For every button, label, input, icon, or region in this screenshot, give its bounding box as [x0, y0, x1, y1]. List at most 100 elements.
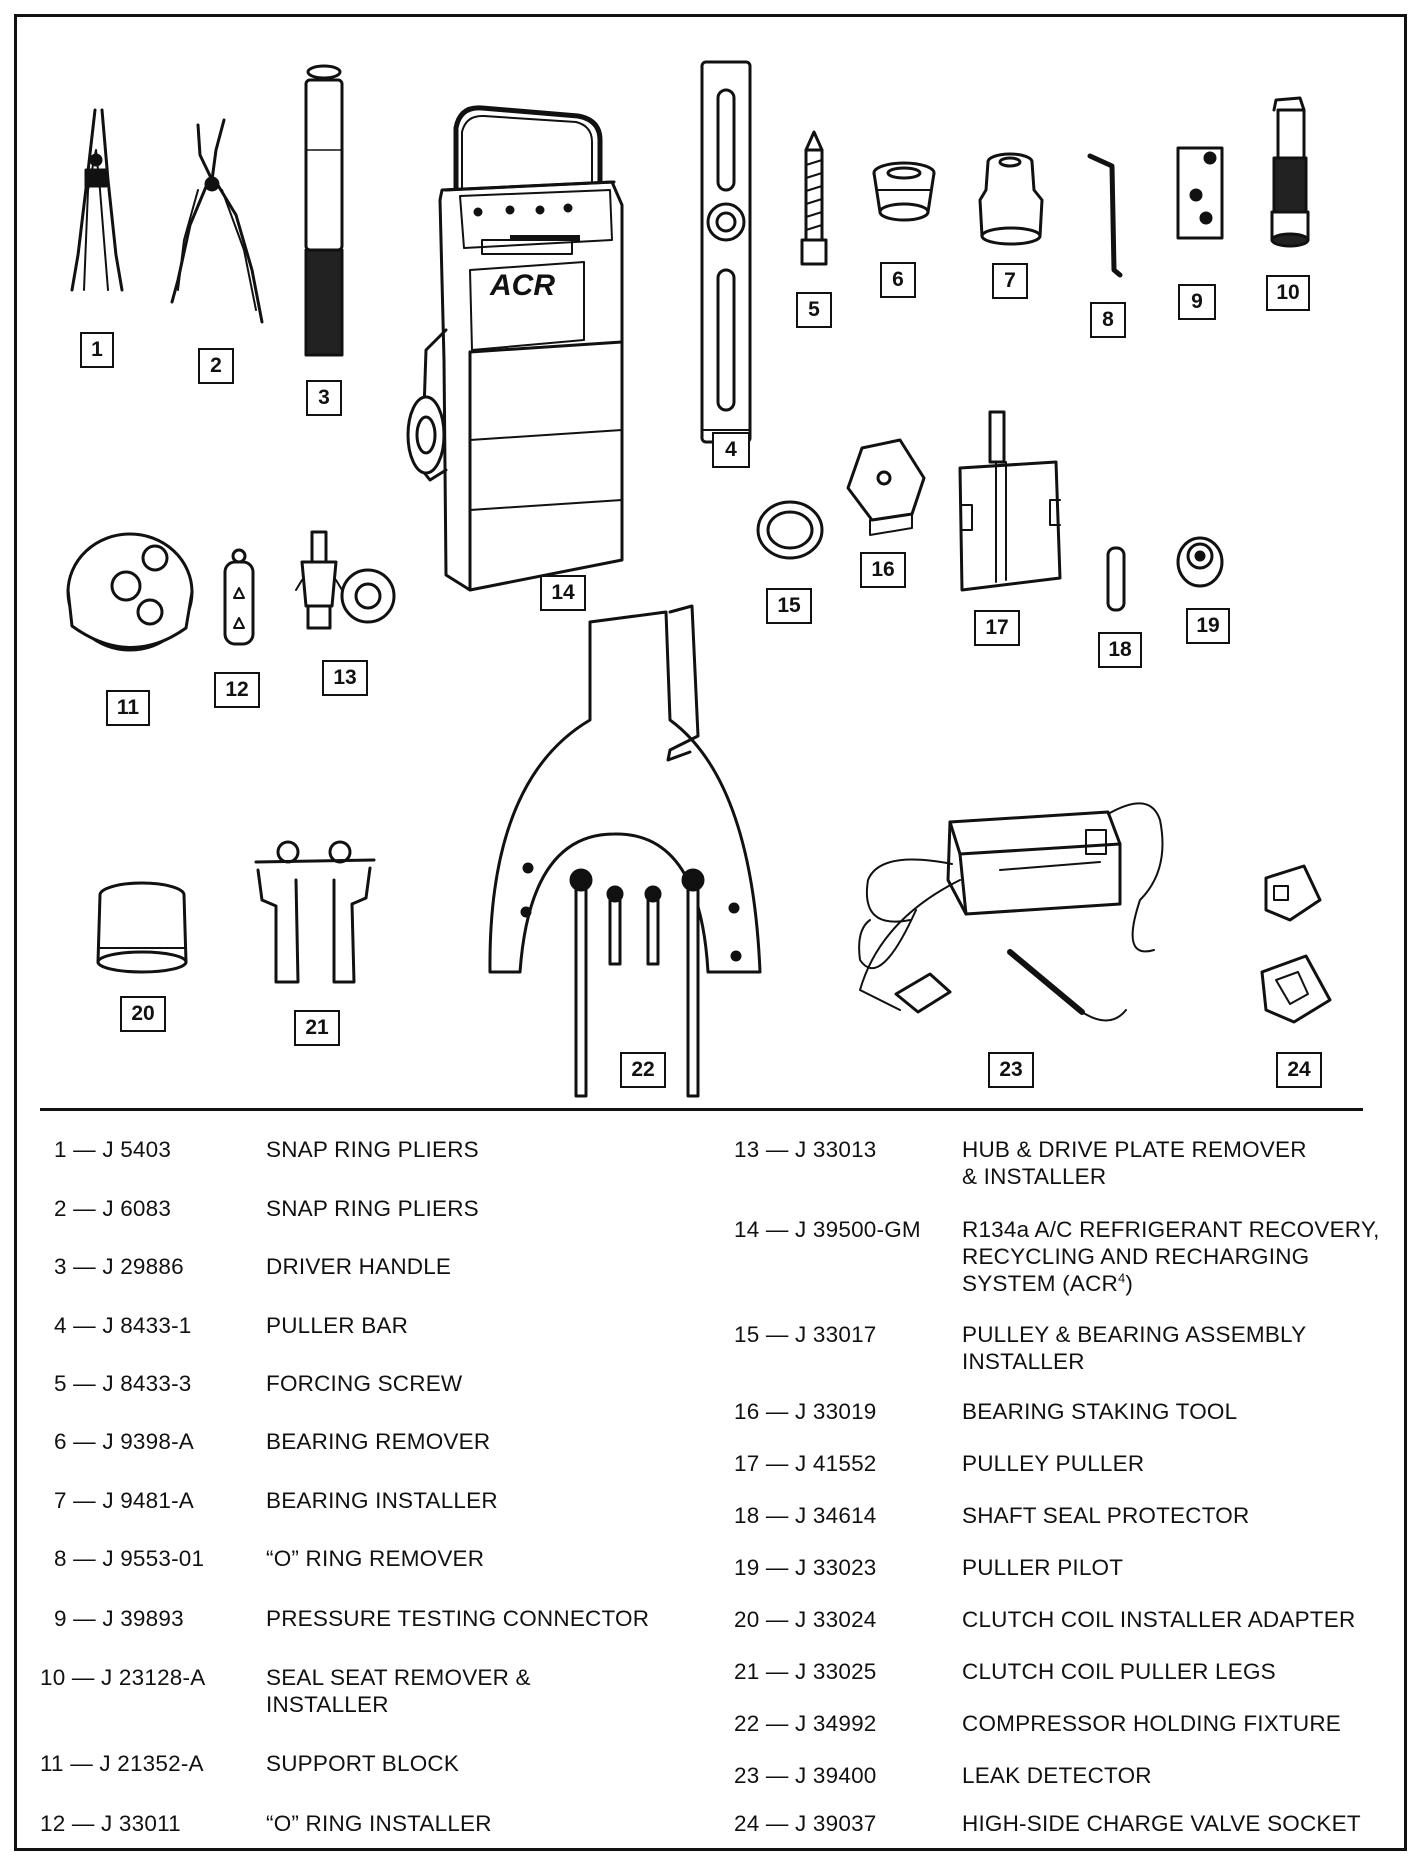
tool-16-bearing-staking-tool: [846, 438, 926, 536]
tool-number: 24 — J 39037: [734, 1811, 877, 1836]
tool-description: PULLEY & BEARING ASSEMBLY: [962, 1322, 1307, 1347]
tool-description: SUPPORT BLOCK: [266, 1751, 460, 1776]
legend-divider: [40, 1108, 1363, 1111]
page-frame: [14, 14, 1407, 1851]
tool-14-acr-machine: ACR: [406, 105, 624, 592]
tool-8-o-ring-remover: [1087, 153, 1123, 278]
callout-18: 18: [1098, 632, 1142, 668]
callout-24: 24: [1276, 1052, 1322, 1088]
tool-2-snap-ring-pliers: [170, 118, 264, 324]
tool-number: 6 — J 9398-A: [54, 1429, 194, 1454]
callout-9: 9: [1178, 284, 1216, 320]
callout-17: 17: [974, 610, 1020, 646]
tool-number: 23 — J 39400: [734, 1763, 877, 1788]
tool-number: 9 — J 39893: [54, 1606, 184, 1631]
tool-description: PULLER BAR: [266, 1313, 409, 1338]
callout-6: 6: [880, 262, 916, 298]
tool-number: 20 — J 33024: [734, 1607, 877, 1632]
tool-17-pulley-puller: [958, 410, 1062, 592]
tool-description-line2: & INSTALLER: [962, 1164, 1107, 1189]
callout-22: 22: [620, 1052, 666, 1088]
tool-description: “O” RING REMOVER: [266, 1546, 485, 1571]
tool-10-seal-seat-remover: [1270, 96, 1310, 248]
tool-number: 13 — J 33013: [734, 1137, 877, 1162]
tool-number: 1 — J 5403: [54, 1137, 172, 1162]
tool-number: 14 — J 39500-GM: [734, 1217, 921, 1242]
callout-8: 8: [1090, 302, 1126, 338]
tool-number: 15 — J 33017: [734, 1322, 877, 1347]
callout-11: 11: [106, 690, 150, 726]
tool-description: “O” RING INSTALLER: [266, 1811, 492, 1836]
callout-2: 2: [198, 348, 234, 384]
callout-7: 7: [992, 263, 1028, 299]
tool-description: LEAK DETECTOR: [962, 1763, 1152, 1788]
tool-number: 8 — J 9553-01: [54, 1546, 205, 1571]
tool-5-forcing-screw: [800, 130, 828, 266]
callout-21: 21: [294, 1010, 340, 1046]
tool-number: 17 — J 41552: [734, 1451, 877, 1476]
tool-18-shaft-seal-protector: [1106, 546, 1126, 612]
tool-description: FORCING SCREW: [266, 1371, 463, 1396]
tool-number: 3 — J 29886: [54, 1254, 184, 1279]
tool-description: CLUTCH COIL PULLER LEGS: [962, 1659, 1276, 1684]
tool-description: SHAFT SEAL PROTECTOR: [962, 1503, 1250, 1528]
tool-3-driver-handle: [304, 64, 344, 357]
tool-description: PULLEY PULLER: [962, 1451, 1145, 1476]
tool-19-puller-pilot: [1176, 536, 1224, 588]
tool-number: 18 — J 34614: [734, 1503, 877, 1528]
tool-description-line2: INSTALLER: [266, 1692, 389, 1717]
tool-number: 11 — J 21352-A: [40, 1751, 204, 1776]
tool-description: BEARING REMOVER: [266, 1429, 491, 1454]
tool-description: SNAP RING PLIERS: [266, 1196, 479, 1221]
callout-16: 16: [860, 552, 906, 588]
tool-description: PULLER PILOT: [962, 1555, 1124, 1580]
tool-description: PRESSURE TESTING CONNECTOR: [266, 1606, 650, 1631]
tool-description-line2: RECYCLING AND RECHARGING: [962, 1244, 1310, 1269]
callout-4: 4: [712, 432, 750, 468]
tool-number: 21 — J 33025: [734, 1659, 877, 1684]
tool-number: 16 — J 33019: [734, 1399, 877, 1424]
tool-description: HUB & DRIVE PLATE REMOVER: [962, 1137, 1307, 1162]
tool-number: 7 — J 9481-A: [54, 1488, 194, 1513]
tool-number: 5 — J 8433-3: [54, 1371, 192, 1396]
tool-description: COMPRESSOR HOLDING FIXTURE: [962, 1711, 1341, 1736]
tool-1-snap-ring-pliers: [70, 108, 124, 292]
callout-19: 19: [1186, 608, 1230, 644]
tool-number: 10 — J 23128-A: [40, 1665, 206, 1690]
callout-13: 13: [322, 660, 368, 696]
tool-13-hub-remover: [295, 530, 396, 630]
tool-12-o-ring-installer: [223, 548, 255, 646]
callout-3: 3: [306, 380, 342, 416]
tool-number: 22 — J 34992: [734, 1711, 877, 1736]
callout-14: 14: [540, 575, 586, 611]
callout-20: 20: [120, 996, 166, 1032]
callout-10: 10: [1266, 275, 1310, 311]
tool-description: SEAL SEAT REMOVER &: [266, 1665, 531, 1690]
tool-4-puller-bar: [700, 60, 752, 444]
tool-description: SNAP RING PLIERS: [266, 1137, 479, 1162]
tool-description: DRIVER HANDLE: [266, 1254, 452, 1279]
tool-illustrations: ACR: [66, 60, 1332, 1098]
tool-15-pulley-bearing-installer: [756, 500, 824, 560]
tool-6-bearing-remover: [872, 161, 936, 222]
tool-9-pressure-testing-connector: [1176, 146, 1224, 240]
tool-description: BEARING INSTALLER: [266, 1488, 498, 1513]
tool-description: HIGH-SIDE CHARGE VALVE SOCKET: [962, 1811, 1361, 1836]
tool-number: 2 — J 6083: [54, 1196, 172, 1221]
tool-11-support-block: [66, 532, 194, 652]
tool-description: BEARING STAKING TOOL: [962, 1399, 1238, 1424]
tool-number: 19 — J 33023: [734, 1555, 877, 1580]
tool-description-line3: SYSTEM (ACR4): [962, 1270, 1134, 1296]
tool-20-coil-installer-adapter: [96, 881, 188, 974]
tool-number: 12 — J 33011: [40, 1811, 181, 1836]
tool-description-line2: INSTALLER: [962, 1349, 1085, 1374]
tool-number: 4 — J 8433-1: [54, 1313, 192, 1338]
callout-15: 15: [766, 588, 812, 624]
tool-7-bearing-installer: [978, 152, 1044, 246]
tool-21-coil-puller-legs: [254, 840, 376, 984]
tool-22-compressor-holding-fixture: [488, 604, 762, 1098]
tool-24-charge-valve-socket: [1260, 864, 1332, 1024]
tool-description: CLUTCH COIL INSTALLER ADAPTER: [962, 1607, 1356, 1632]
callout-1: 1: [80, 332, 114, 368]
tool-description: R134a A/C REFRIGERANT RECOVERY,: [962, 1217, 1380, 1242]
